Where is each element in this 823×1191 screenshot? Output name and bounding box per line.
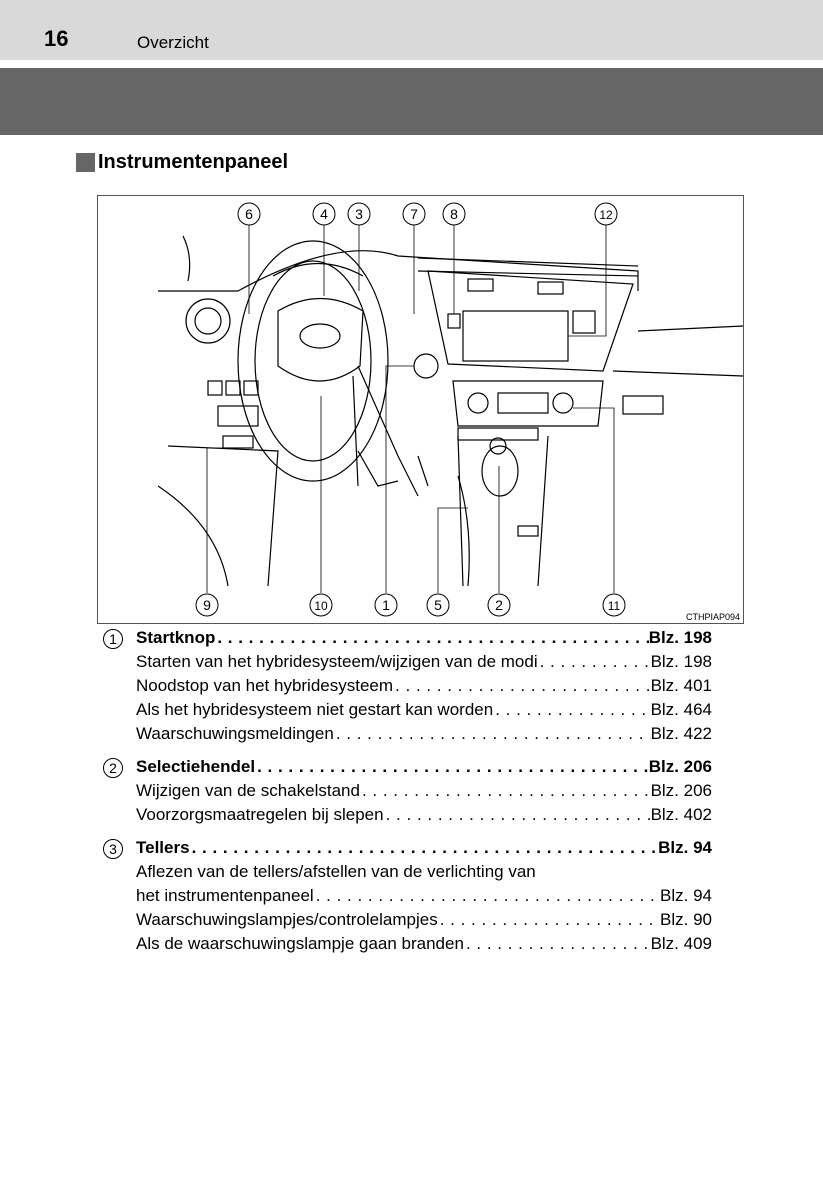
dot-leader	[314, 884, 660, 908]
item-number: 2	[103, 758, 123, 778]
dot-leader	[384, 803, 651, 827]
page-title: Instrumentenpaneel	[76, 151, 288, 174]
section-title: Overzicht	[137, 33, 209, 52]
list-item: Als het hybridesysteem niet gestart kan …	[100, 698, 712, 722]
list-item: Waarschuwingslampjes/controlelampjes Blz.…	[100, 908, 712, 932]
callout-4: 4	[320, 206, 328, 222]
page-ref: Blz. 409	[650, 934, 712, 953]
list-item-heading: 3 Tellers Blz. 94	[100, 836, 712, 860]
sub-item: het instrumentenpaneel	[136, 886, 314, 905]
callout-12: 12	[599, 208, 613, 222]
callout-1: 1	[382, 597, 390, 613]
page-ref: Blz. 401	[650, 676, 712, 695]
dot-leader	[464, 932, 651, 956]
callout-3: 3	[355, 206, 363, 222]
header-band	[0, 68, 823, 135]
list-item: Wijzigen van de schakelstand Blz. 206	[100, 779, 712, 803]
square-bullet-icon	[76, 153, 95, 172]
list-item: Aflezen van de tellers/afstellen van de …	[100, 860, 712, 884]
item-title: Tellers	[136, 838, 190, 857]
callout-10: 10	[314, 599, 328, 613]
dot-leader	[255, 755, 649, 779]
figure-code: CTHPIAP094	[685, 612, 740, 622]
page-ref: Blz. 94	[658, 838, 712, 857]
sub-item: Voorzorgsmaatregelen bij slepen	[136, 805, 384, 824]
list-item-heading: 2 Selectiehendel Blz. 206	[100, 755, 712, 779]
page-ref: Blz. 422	[650, 724, 712, 743]
callout-11: 11	[608, 599, 621, 613]
page-ref: Blz. 402	[650, 805, 712, 824]
callout-2: 2	[495, 597, 503, 613]
list-item: Noodstop van het hybridesysteem Blz. 401	[100, 674, 712, 698]
sub-item: Als het hybridesysteem niet gestart kan …	[136, 700, 494, 719]
component-list: 1 StartknopBlz. 198 Starten van het hybr…	[100, 626, 712, 956]
item-title: Selectiehendel	[136, 757, 256, 776]
sub-item: Noodstop van het hybridesysteem	[136, 676, 394, 695]
callout-5: 5	[434, 597, 442, 613]
page-ref: Blz. 464	[650, 700, 712, 719]
page-header: 16 Overzicht	[0, 0, 823, 60]
item-number: 1	[103, 629, 123, 649]
dot-leader	[393, 674, 651, 698]
list-item: Voorzorgsmaatregelen bij slepen Blz. 402	[100, 803, 712, 827]
dashboard-drawing: 6 4 3 7 8 12 9 10 1 5 2 11	[157, 202, 743, 617]
sub-item: Waarschuwingslampjes/controlelampjes	[136, 910, 438, 929]
callout-7: 7	[410, 206, 418, 222]
list-item: Starten van het hybridesysteem/wijzigen …	[100, 650, 712, 674]
page-ref: Blz. 198	[650, 652, 712, 671]
page-ref: Blz. 206	[648, 757, 712, 776]
sub-item: Waarschuwingsmeldingen	[136, 724, 334, 743]
dot-leader	[493, 698, 650, 722]
dot-leader	[360, 779, 651, 803]
callout-6: 6	[245, 206, 253, 222]
sub-item: Wijzigen van de schakelstand	[136, 781, 360, 800]
page-ref: Blz. 198	[648, 628, 712, 647]
item-title: Startknop	[136, 628, 216, 647]
sub-item: Als de waarschuwingslampje gaan branden	[136, 934, 464, 953]
dot-leader	[190, 836, 659, 860]
callout-9: 9	[203, 597, 211, 613]
dot-leader	[438, 908, 660, 932]
page-ref: Blz. 206	[650, 781, 712, 800]
page-ref: Blz. 94	[660, 886, 712, 905]
dashboard-illustration: 6 4 3 7 8 12 9 10 1 5 2 11 CTHPIAP094	[97, 195, 744, 624]
list-item-heading: 1 Startknop Blz. 198	[100, 626, 712, 650]
dot-leader	[334, 722, 651, 746]
list-item: Waarschuwingsmeldingen Blz. 422	[100, 722, 712, 746]
dot-leader	[215, 626, 648, 650]
item-number: 3	[103, 839, 123, 859]
page-ref: Blz. 90	[660, 910, 712, 929]
callout-8: 8	[450, 206, 458, 222]
list-item: Als de waarschuwingslampje gaan branden B…	[100, 932, 712, 956]
sub-item: Aflezen van de tellers/afstellen van de …	[136, 862, 536, 881]
dot-leader	[538, 650, 651, 674]
sub-item: Starten van het hybridesysteem/wijzigen …	[136, 652, 538, 671]
list-item: het instrumentenpaneel Blz. 94	[100, 884, 712, 908]
page-title-text: Instrumentenpaneel	[98, 151, 289, 173]
page-number: 16	[44, 26, 69, 51]
